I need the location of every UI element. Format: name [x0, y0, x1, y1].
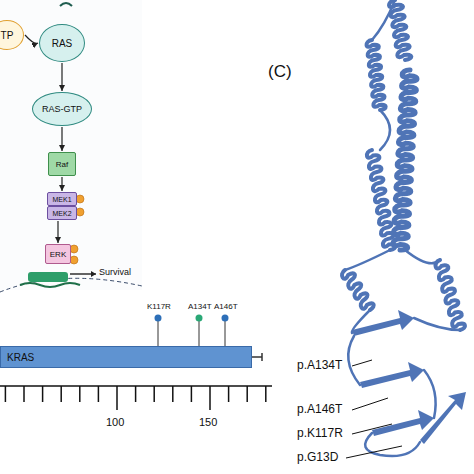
- kinase-box: MEK2: [47, 206, 77, 220]
- tail-end: [261, 353, 263, 361]
- protein-bar: KRAS: [0, 346, 252, 368]
- pathway-arrow: [61, 177, 62, 191]
- axis-number: 150: [199, 416, 217, 428]
- kinase-box: MEK1: [47, 192, 77, 206]
- node-text: MEK2: [52, 210, 71, 217]
- node-text: KRAS: [7, 352, 34, 363]
- mutation-label: p.G13D: [296, 450, 339, 464]
- lollipop-head: [196, 315, 203, 322]
- node-text: Raf: [56, 160, 68, 169]
- leader-lines: [346, 360, 402, 458]
- transcription-factor: [28, 272, 68, 282]
- node-text: RAS-GTP: [42, 104, 82, 114]
- protein-tail: [252, 356, 262, 358]
- pathway-arrow: [61, 63, 62, 91]
- molecule-oval: RAS-GTP: [32, 92, 92, 126]
- panel-ground: [0, 0, 142, 290]
- text-label: Survival: [99, 267, 131, 277]
- kinase-box: Raf: [48, 152, 76, 176]
- membrane-anchor: [60, 3, 72, 6]
- mutation-label: p.A146T: [296, 402, 343, 416]
- survival-arrowhead: [91, 271, 96, 277]
- node-text: ERK: [50, 250, 66, 259]
- lollipop-head: [155, 315, 162, 322]
- axis-ticks: [5, 386, 265, 410]
- axis-number: 100: [106, 416, 124, 428]
- pathway-arrow: [57, 221, 58, 243]
- molecule-oval: RAS: [39, 24, 85, 62]
- protein-ribbon: [342, 0, 465, 456]
- kinase-box: ERK: [45, 244, 71, 264]
- lollipop-stems: [158, 320, 225, 346]
- dna: [20, 283, 80, 287]
- beta-strands: [352, 310, 466, 444]
- lollipop-head: [222, 315, 229, 322]
- panel-letter: (C): [268, 62, 292, 82]
- node-text: TP: [1, 30, 14, 41]
- node-text: RAS: [52, 38, 73, 49]
- text-label: A134T: [188, 302, 212, 311]
- pathway-arrow: [61, 127, 62, 151]
- mutation-label: p.K117R: [296, 426, 344, 440]
- text-label: K117R: [147, 302, 171, 311]
- text-label: A146T: [214, 302, 238, 311]
- node-text: MEK1: [52, 196, 71, 203]
- pathway-arrow: [25, 35, 38, 43]
- mutation-label: p.A134T: [296, 358, 343, 372]
- nucleus-border: [0, 278, 142, 292]
